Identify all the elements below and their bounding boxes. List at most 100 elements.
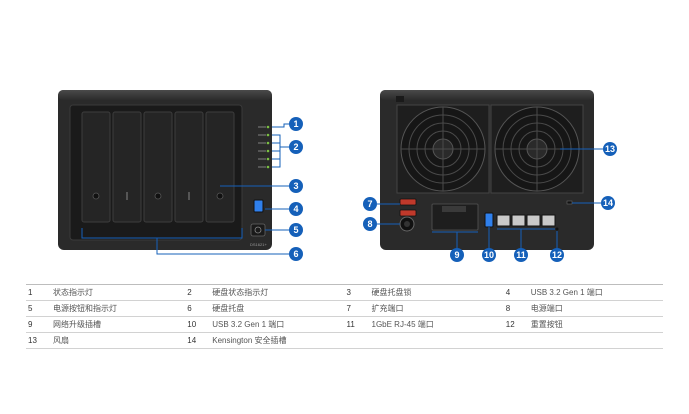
tray-lock (154, 192, 162, 200)
legend-number: 10 (187, 320, 197, 329)
svg-text:14: 14 (603, 198, 613, 208)
tray-lock (216, 192, 224, 200)
legend-cell: 3 硬盘托盘锁 (345, 287, 504, 298)
legend-number: 7 (346, 304, 351, 313)
legend-label: USB 3.2 Gen 1 端口 (530, 288, 603, 297)
legend-number: 8 (505, 304, 511, 313)
callout-10: 10 (482, 248, 496, 262)
svg-text:10: 10 (484, 250, 494, 260)
product-diagram: DS1621+ 1 2 3 4 5 6 (58, 90, 617, 262)
callout-1: 1 (289, 117, 303, 131)
callout-5: 5 (289, 223, 303, 237)
legend-number: 1 (28, 288, 33, 297)
legend-row: 13 风扇 14 Kensington 安全插槽 (26, 333, 663, 349)
legend-label: 扩充端口 (371, 304, 404, 313)
tray-lock (92, 192, 100, 200)
svg-text:7: 7 (367, 199, 372, 209)
power-icon (254, 226, 262, 234)
callout-12: 12 (550, 248, 564, 262)
legend-cell: 14 Kensington 安全插槽 (185, 335, 344, 346)
legend-label: USB 3.2 Gen 1 端口 (212, 320, 285, 329)
legend-cell: 12 重置按钮 (504, 319, 663, 330)
legend-cell: 7 扩充端口 (345, 303, 504, 314)
expansion-port-top (399, 198, 417, 206)
model-label: DS1621+ (250, 242, 267, 247)
back-callout-lines (377, 148, 606, 255)
callout-3: 3 (289, 179, 303, 193)
callout-8: 8 (363, 217, 377, 231)
legend-row: 5 电源按钮和指示灯 6 硬盘托盘 7 扩充端口 8 电源端口 (26, 301, 663, 317)
legend-cell: 6 硬盘托盘 (185, 303, 344, 314)
front-usb-port (253, 199, 264, 213)
status-led-column (258, 125, 270, 169)
svg-text:8: 8 (367, 219, 372, 229)
legend-label: 硬盘托盘锁 (371, 288, 412, 297)
drive-tray (143, 111, 173, 223)
legend-label: 网络升级插槽 (53, 320, 101, 329)
legend-cell: 13 风扇 (26, 335, 185, 346)
legend-cell: 4 USB 3.2 Gen 1 端口 (504, 287, 663, 298)
svg-text:1: 1 (293, 119, 298, 129)
legend-number: 6 (187, 304, 192, 313)
legend-label: 风扇 (53, 336, 69, 345)
drive-tray (81, 111, 111, 223)
svg-text:11: 11 (516, 250, 526, 260)
callout-2: 2 (289, 140, 303, 154)
legend-number: 2 (187, 288, 192, 297)
svg-text:12: 12 (552, 250, 562, 260)
legend-cell: 1 状态指示灯 (26, 287, 185, 298)
legend-label: 电源按钮和指示灯 (53, 304, 117, 313)
callout-4: 4 (289, 202, 303, 216)
legend-number: 3 (346, 288, 351, 297)
callout-6: 6 (289, 247, 303, 261)
legend-label: Kensington 安全插槽 (212, 336, 287, 345)
legend-label: 硬盘托盘 (212, 304, 245, 313)
callout-7: 7 (363, 197, 377, 211)
legend-number: 14 (187, 336, 197, 345)
svg-text:3: 3 (293, 181, 298, 191)
expansion-port-bottom (399, 209, 417, 217)
callout-13: 13 (603, 142, 617, 156)
legend-label: 状态指示灯 (53, 288, 93, 297)
legend-number: 11 (346, 320, 355, 329)
callout-14: 14 (601, 196, 615, 210)
drive-tray (205, 111, 235, 223)
legend-label: 1GbE RJ-45 端口 (371, 320, 434, 329)
legend-cell: 10 USB 3.2 Gen 1 端口 (185, 319, 344, 330)
tray-lock (126, 192, 128, 200)
legend-number: 4 (505, 288, 511, 297)
drive-trays (81, 111, 235, 223)
svg-text:4: 4 (293, 204, 298, 214)
back-usb-port (484, 212, 494, 228)
legend-cell: 9 网络升级插槽 (26, 319, 185, 330)
callout-11: 11 (514, 248, 528, 262)
legend-row: 9 网络升级插槽 10 USB 3.2 Gen 1 端口 11 1GbE RJ-45 … (26, 317, 663, 333)
legend-label: 重置按钮 (530, 320, 563, 329)
legend-number: 12 (505, 320, 515, 329)
svg-text:9: 9 (454, 250, 459, 260)
reset-button (555, 227, 559, 231)
legend-cell: 11 1GbE RJ-45 端口 (345, 319, 504, 330)
callout-9: 9 (450, 248, 464, 262)
drive-tray (174, 111, 204, 223)
power-button (250, 223, 266, 237)
legend-number: 13 (28, 336, 37, 345)
front-callout-lines (81, 123, 292, 255)
legend-label: 电源端口 (530, 304, 563, 313)
svg-text:13: 13 (605, 144, 615, 154)
svg-text:2: 2 (293, 142, 298, 152)
kensington-slot (566, 200, 573, 205)
legend-cell: 5 电源按钮和指示灯 (26, 303, 185, 314)
fan-left (396, 104, 490, 194)
legend-number: 5 (28, 304, 33, 313)
svg-text:6: 6 (293, 249, 298, 259)
legend-number: 9 (28, 320, 33, 329)
drive-tray (112, 111, 142, 223)
legend-cell: 8 电源端口 (504, 303, 663, 314)
front-view: DS1621+ (58, 90, 272, 250)
rj45-ports (496, 214, 556, 227)
svg-text:5: 5 (293, 225, 298, 235)
